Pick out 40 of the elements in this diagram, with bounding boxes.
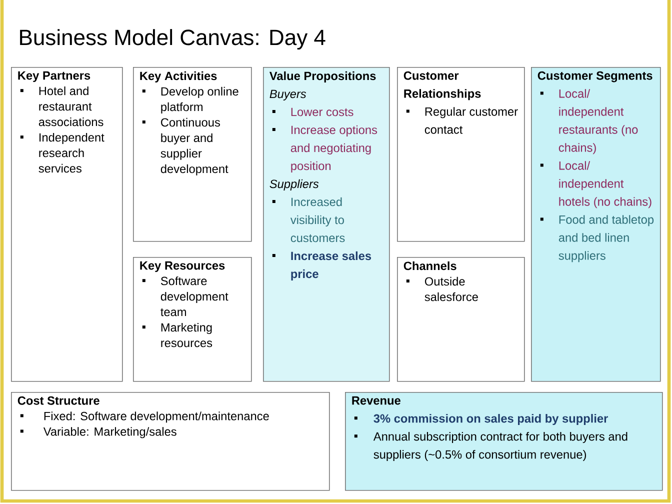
bullet-item: Software development team [142, 276, 228, 316]
subheading: Suppliers [270, 179, 319, 190]
canvas-box [345, 392, 663, 491]
struck-bullet-item: Annual subscription contract for both buyers and suppliers (~0.5% of consortium revenue) [354, 432, 628, 462]
bullet-item: Food and tabletop and bed linen suppliers [540, 215, 654, 262]
bullet-item: 3% commission on sales paid by supplier [354, 414, 608, 426]
bullet-item: Develop online platform [142, 86, 238, 114]
title: Business Model Canvas: Day 4 [20, 29, 326, 50]
bullet-item: Marketing resources [142, 322, 212, 348]
box-heading: Key Activities [140, 71, 217, 82]
canvas-box [263, 67, 390, 382]
bullet-item: Continuous buyer and supplier development [142, 118, 228, 176]
box-heading: Value Propositions [269, 71, 376, 82]
box-heading: Channels [404, 261, 456, 270]
bullet-item: Lower costs [272, 108, 354, 116]
canvas-box [397, 67, 525, 242]
box-heading: Revenue [352, 396, 400, 405]
bullet-item: Fixed: Software development/maintenance [20, 412, 269, 423]
subheading: Buyers [270, 90, 306, 100]
canvas-box [531, 67, 661, 382]
box-heading: Customer Segments [538, 71, 652, 82]
bullet-item: Increase sales price [272, 251, 372, 280]
canvas-box [11, 67, 123, 382]
canvas-box [11, 392, 330, 491]
box-heading: Key Partners [18, 71, 90, 82]
bullet-item: Variable: Marketing/sales [20, 427, 176, 438]
canvas-box [397, 257, 525, 382]
canvas-box [133, 257, 252, 382]
box-heading: Cost Structure [18, 396, 100, 405]
bullet-item: Increase options and negotiating position [272, 125, 378, 172]
bullet-item: Regular customer contact [406, 107, 518, 134]
bullet-item: Local/ independent restaurants (no chains) [540, 89, 638, 154]
bullet-item: Increased visibility to customers [272, 197, 345, 242]
bullet-item: Hotel and restaurant associations [20, 86, 104, 126]
struck-bullet-item: Local/ independent hotels (no chains) [540, 161, 652, 208]
canvas-box [133, 67, 252, 242]
bullet-item: Independent research services [20, 132, 104, 173]
box-heading: Key Resources [140, 261, 225, 272]
bullet-item: Outside salesforce [406, 276, 478, 302]
box-heading: Customer Relationships [404, 71, 481, 100]
